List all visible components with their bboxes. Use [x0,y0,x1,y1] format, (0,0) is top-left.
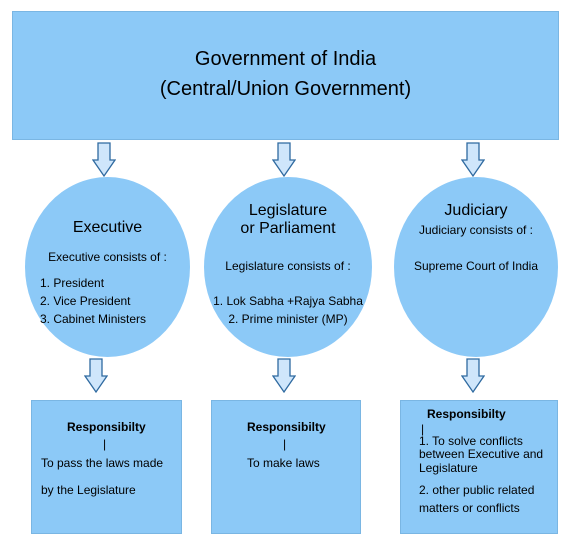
header-title: Government of India [194,48,377,70]
responsibility-separator: | [103,437,107,451]
executive-item: 2. Vice President [40,294,131,308]
arrow-down-icon [84,358,108,394]
legislature-item: 2. Prime minister (MP) [228,312,348,326]
legislature-title-line2: or Parliament [240,220,336,237]
responsibility-text: matters or conflicts [419,501,520,515]
responsibility-text: 1. To solve conflicts [419,434,523,448]
arrow-down-icon [272,142,296,178]
judiciary-circle: Judiciary Judiciary consists of : Suprem… [394,177,558,357]
judiciary-responsibility-box: Responsibilty | 1. To solve conflicts be… [400,400,558,534]
responsibility-text: 2. other public related [419,483,535,497]
responsibility-heading: Responsibilty [247,420,326,434]
responsibility-separator: | [421,422,425,436]
responsibility-heading: Responsibilty [427,407,506,421]
judiciary-item: Supreme Court of India [413,259,539,273]
responsibility-text: To make laws [247,456,320,470]
arrow-down-icon [461,358,485,394]
arrow-down-icon [461,142,485,178]
responsibility-text: To pass the laws made [41,456,164,470]
arrow-down-icon [272,358,296,394]
header-subtitle: (Central/Union Government) [159,78,412,100]
executive-title: Executive [72,219,143,236]
executive-item: 3. Cabinet Ministers [40,312,147,326]
legislature-item: 1. Lok Sabha +Rajya Sabha [213,294,363,308]
judiciary-intro: Judiciary consists of : [418,223,534,237]
executive-circle: Executive Executive consists of : 1. Pre… [25,177,190,357]
responsibility-separator: | [283,437,287,451]
responsibility-text: Legislature [419,461,478,475]
legislature-responsibility-box: Responsibilty | To make laws [211,400,361,534]
government-header-box: Government of India (Central/Union Gover… [12,11,559,140]
judiciary-title: Judiciary [444,202,508,219]
executive-responsibility-box: Responsibilty | To pass the laws made by… [31,400,182,534]
executive-item: 1. President [40,276,105,290]
legislature-intro: Legislature consists of : [225,259,351,273]
responsibility-text: between Executive and [419,447,544,461]
responsibility-heading: Responsibilty [67,420,146,434]
responsibility-text: by the Legislature [41,483,136,497]
legislature-circle: Legislature or Parliament Legislature co… [204,177,372,357]
legislature-title-line1: Legislature [248,202,328,219]
executive-intro: Executive consists of : [48,250,167,264]
arrow-down-icon [92,142,116,178]
